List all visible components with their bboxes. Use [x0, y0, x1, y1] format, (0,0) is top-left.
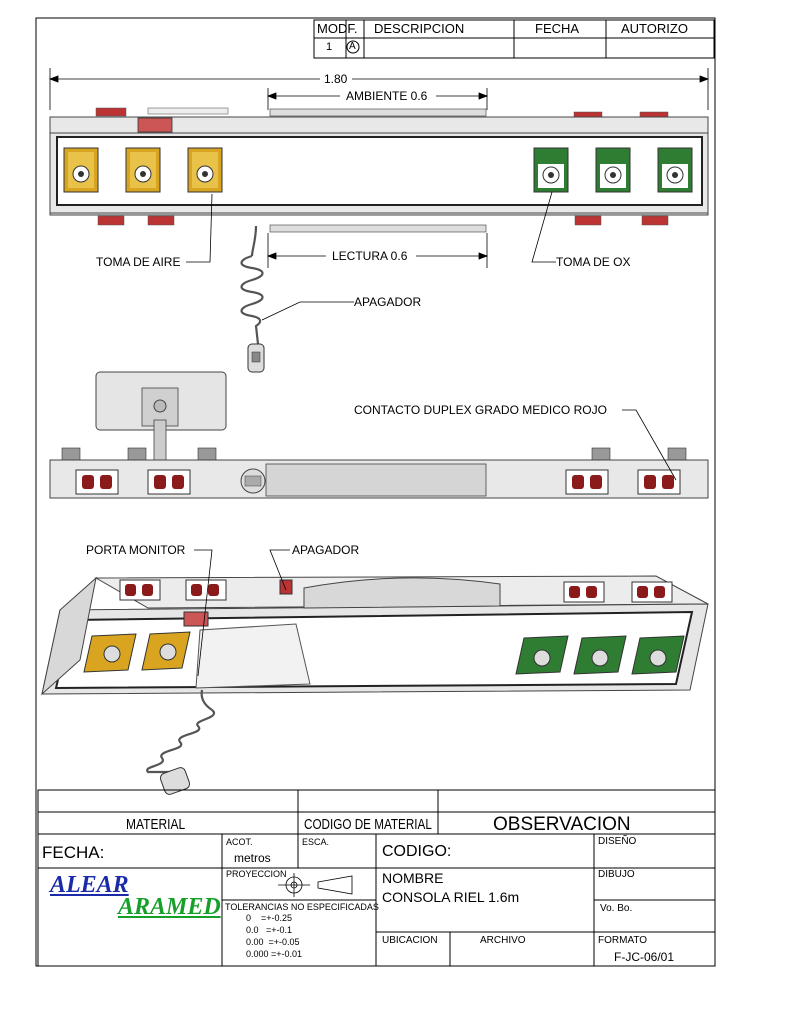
tb-esca: ESCA. [302, 837, 330, 847]
tb-material: MATERIAL [126, 816, 186, 833]
dimension-total-line [48, 68, 710, 110]
tb-tol-line: 0.0 =+-0.1 [246, 925, 293, 935]
tb-ubicacion: UBICACION [382, 935, 438, 946]
iso-receptacles [119, 579, 673, 603]
dimension-ambiente-line [266, 88, 489, 110]
iso-air-outlets [83, 631, 191, 673]
rev-row-modf: 1 [326, 41, 333, 53]
tb-acot-value: metros [234, 851, 271, 865]
callout-apagador-top: APAGADOR [354, 295, 422, 309]
tb-tolerancias: TOLERANCIAS NO ESPECIFICADAS [225, 902, 379, 912]
iso-oxygen-outlets [515, 635, 685, 675]
tb-codigo: CODIGO: [382, 843, 452, 860]
rev-header-autorizo: AUTORIZO [621, 21, 688, 36]
leaders-top [186, 191, 556, 321]
tb-observacion: OBSERVACION [493, 814, 631, 835]
tb-codigo-material: CODIGO DE MATERIAL [304, 816, 432, 833]
callout-toma-ox: TOMA DE OX [556, 255, 631, 269]
tb-archivo: ARCHIVO [480, 935, 526, 946]
logo-alear: ALEAR [50, 872, 129, 898]
rev-row-letter: A [349, 41, 356, 52]
tb-diseno: DISEÑO [598, 836, 637, 847]
rev-header-modf: MODF. [317, 21, 358, 36]
tb-vobo: Vo. Bo. [600, 903, 633, 914]
top-view-rail [49, 107, 709, 233]
tb-dibujo: DIBUJO [598, 869, 635, 880]
logo-aramed: ARAMED [118, 894, 221, 920]
tb-nombre-value: CONSOLA RIEL 1.6m [382, 889, 520, 905]
leaders-iso [194, 549, 290, 677]
callout-toma-aire: TOMA DE AIRE [96, 255, 181, 269]
coiled-cord-iso [146, 689, 216, 795]
revision-table-grid [313, 19, 715, 59]
coiled-cord-top [240, 225, 265, 373]
dimension-lectura-line [266, 233, 489, 268]
tb-nombre-label: NOMBRE [382, 870, 444, 886]
tb-formato: FORMATO [598, 935, 648, 946]
air-outlets [63, 147, 223, 193]
projection-symbol-icon [278, 873, 353, 897]
tb-proyeccion: PROYECCION [226, 869, 287, 879]
callout-porta-monitor: PORTA MONITOR [86, 543, 186, 557]
tb-fecha: FECHA: [42, 843, 105, 862]
dimension-lectura: LECTURA 0.6 [332, 249, 408, 263]
oxygen-outlets [533, 147, 693, 193]
title-block-grid [37, 789, 716, 967]
receptacles-side [75, 469, 681, 495]
dimension-total: 1.80 [324, 72, 348, 86]
rev-header-descripcion: DESCRIPCION [374, 21, 465, 36]
callout-apagador-iso: APAGADOR [292, 543, 360, 557]
dimension-ambiente: AMBIENTE 0.6 [346, 89, 428, 103]
tb-formato-value: F-JC-06/01 [614, 950, 675, 964]
tb-acot-label: ACOT. [226, 837, 253, 847]
tb-tol-line: 0.000 =+-0.01 [246, 949, 303, 959]
tb-tol-line: 0 =+-0.25 [246, 913, 293, 923]
tb-tol-line: 0.00 =+-0.05 [246, 937, 300, 947]
rev-header-fecha: FECHA [535, 21, 580, 36]
callout-contacto-duplex: CONTACTO DUPLEX GRADO MEDICO ROJO [354, 403, 607, 417]
leader-contacto [622, 409, 677, 481]
